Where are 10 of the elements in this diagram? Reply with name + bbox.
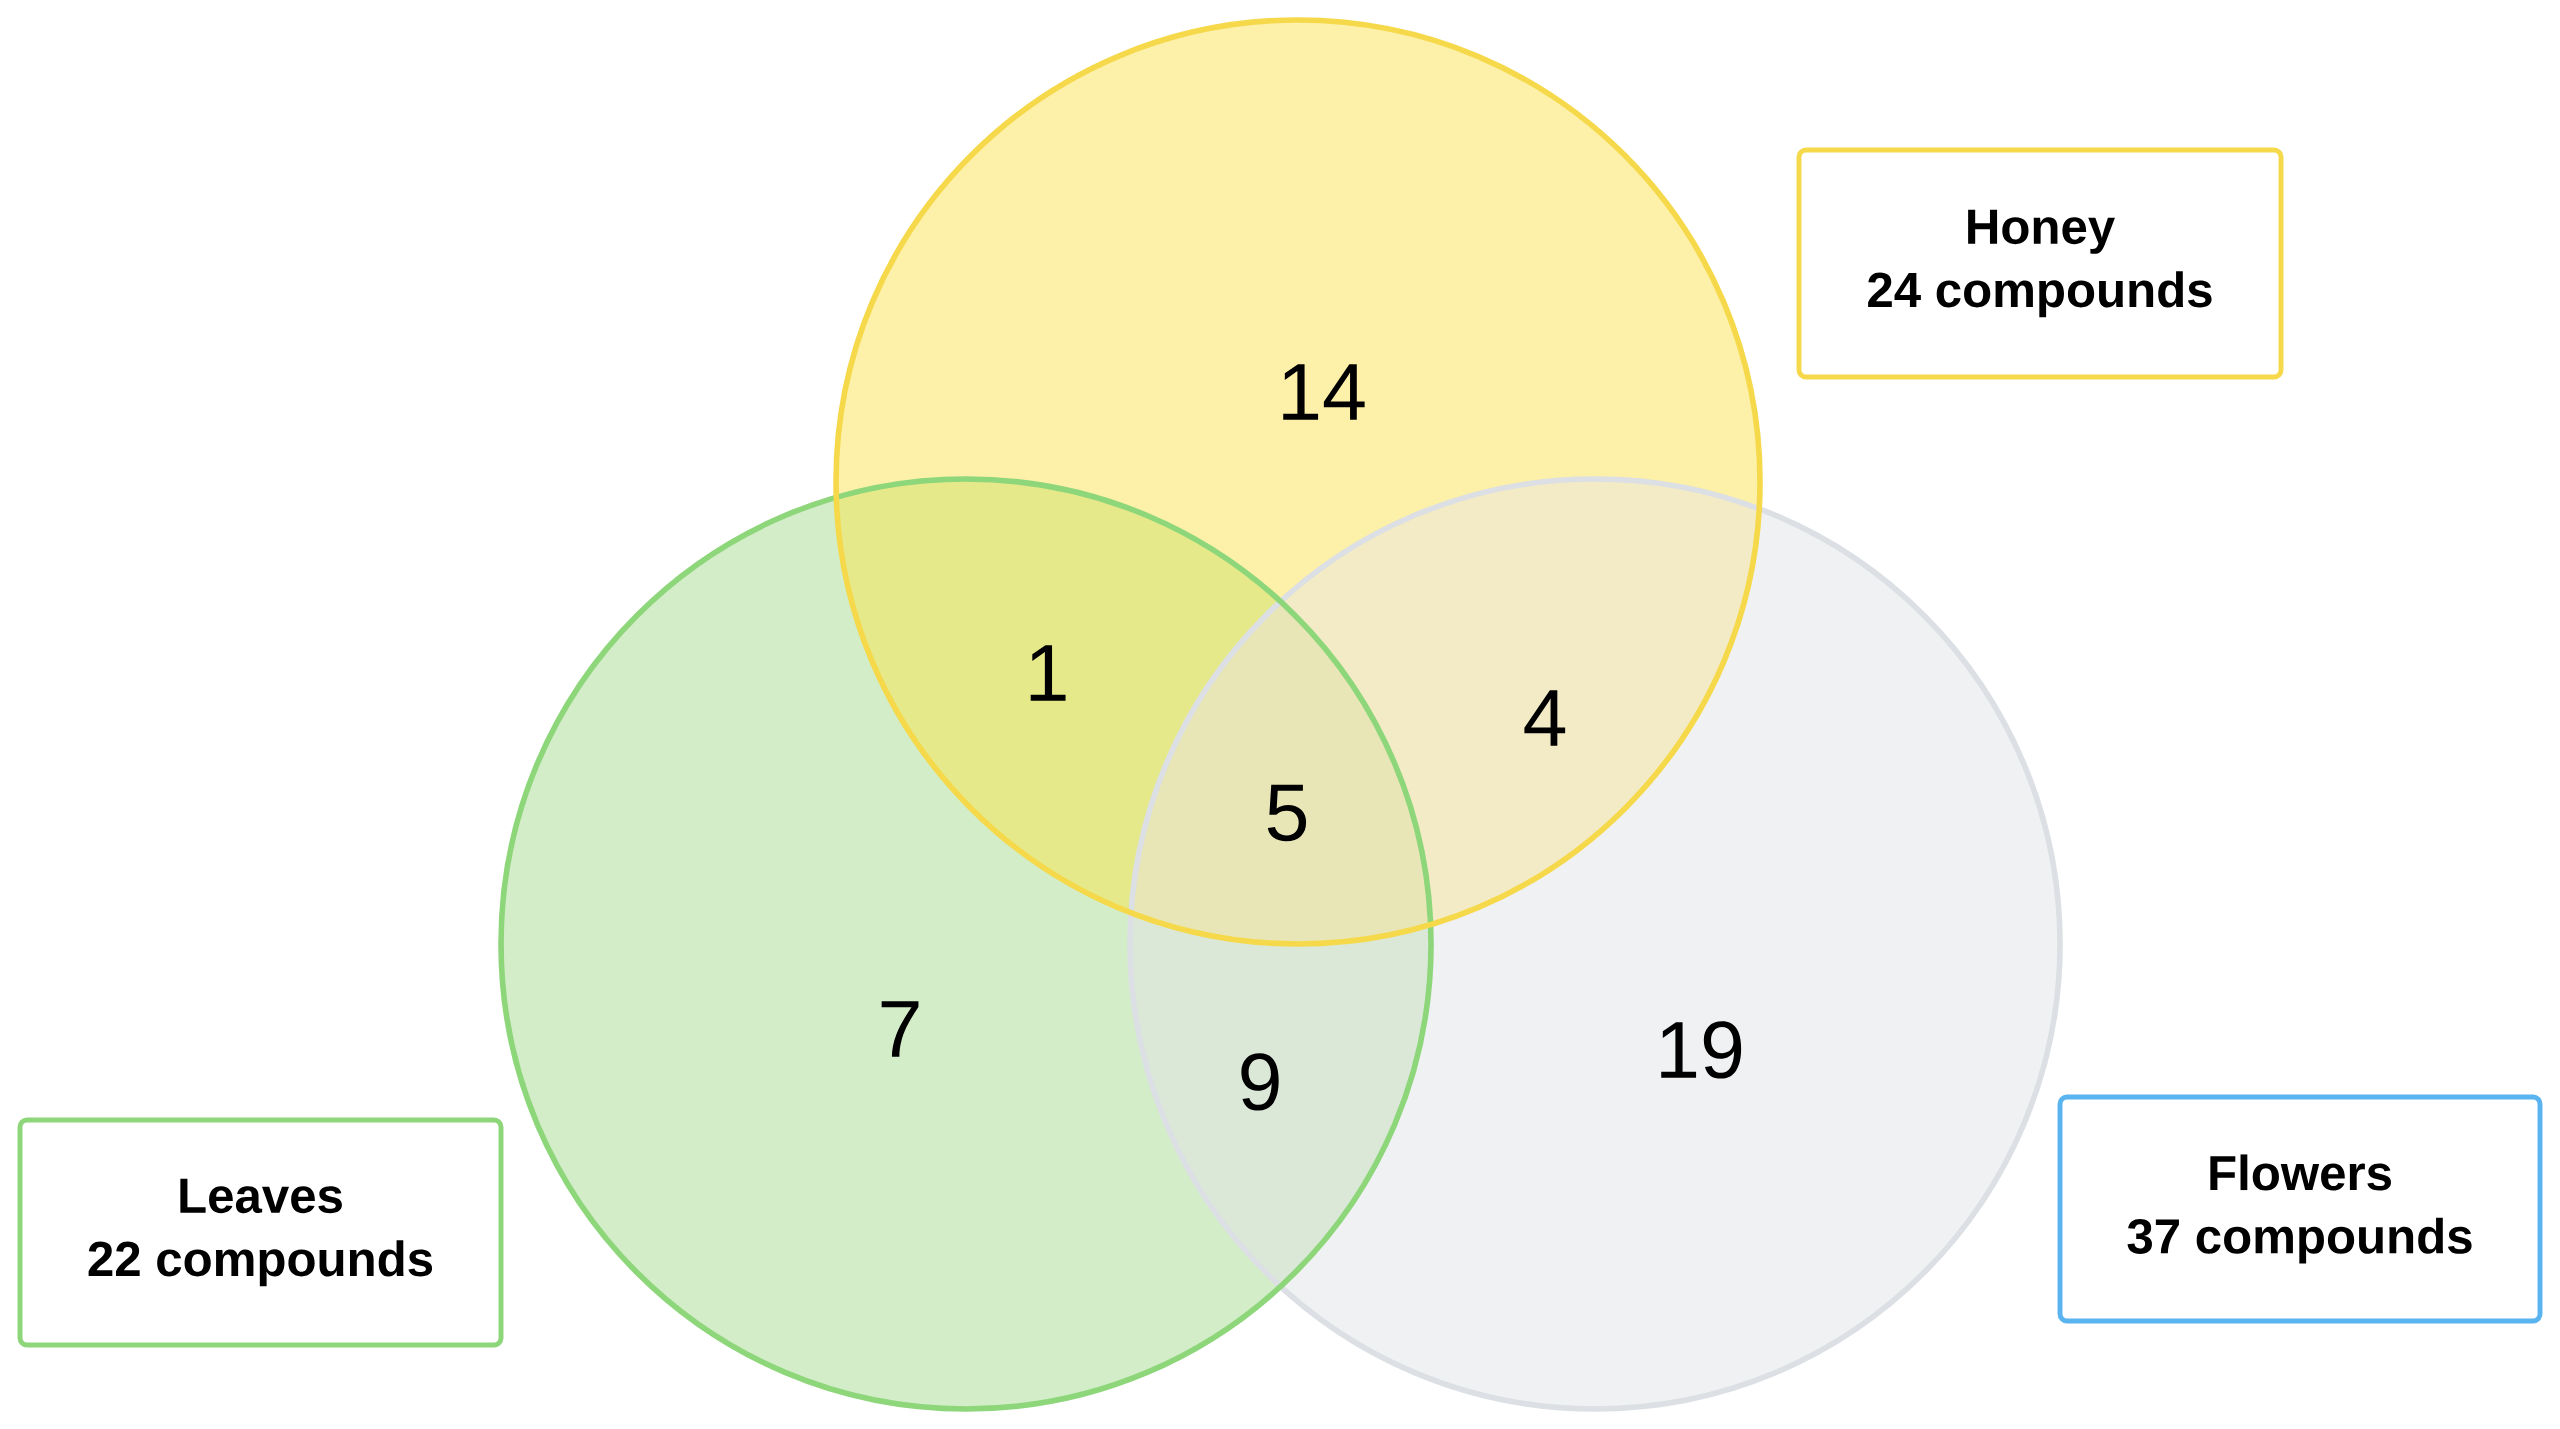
label-box: Flowers 37 compounds xyxy=(2057,1094,2543,1324)
region-count: 4 xyxy=(1524,690,1566,746)
label-box: Honey 24 compounds xyxy=(1796,147,2284,380)
region-count: 19 xyxy=(1661,1021,1742,1079)
region-count: 5 xyxy=(1267,784,1307,842)
region-count: 1 xyxy=(1030,645,1066,701)
region-count: 9 xyxy=(1241,1053,1279,1111)
region-count: 7 xyxy=(881,1001,919,1057)
label-box: Leaves 22 compounds xyxy=(17,1117,504,1348)
region-count: 14 xyxy=(1283,364,1365,420)
